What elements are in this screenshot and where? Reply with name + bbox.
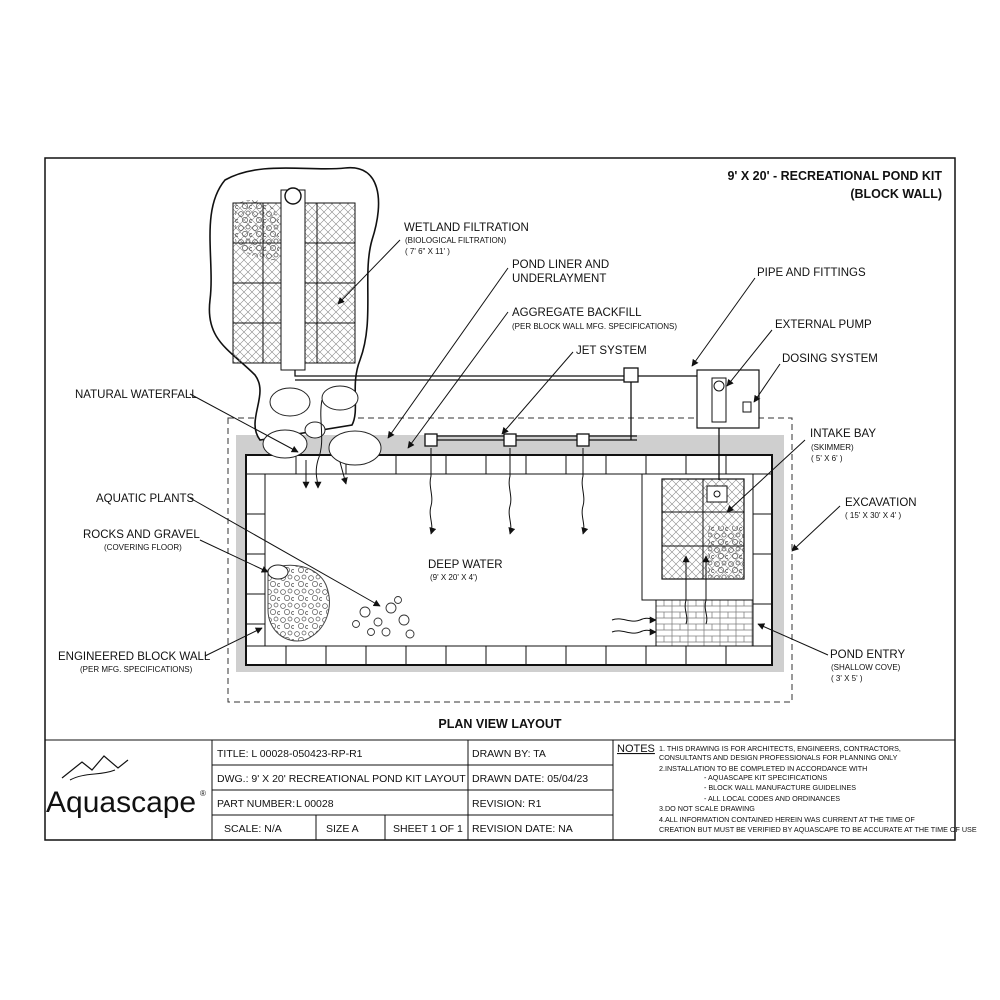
label-intake-bay: INTAKE BAY (810, 428, 876, 440)
note-line: - AQUASCAPE KIT SPECIFICATIONS (704, 773, 827, 782)
label-rocks-gravel: ROCKS AND GRAVEL (83, 529, 200, 541)
tb-size: SIZE A (326, 823, 359, 835)
note-line: 1. THIS DRAWING IS FOR ARCHITECTS, ENGIN… (659, 744, 901, 753)
label-aggregate-backfill: AGGREGATE BACKFILL (512, 307, 642, 319)
sheet-border (44, 157, 956, 841)
waterfall-filter-inlet (284, 187, 302, 205)
aquascape-logo: Aquascape ® (46, 755, 206, 819)
wetland-manifold (280, 189, 306, 371)
tb-dwg: DWG.: 9' X 20' RECREATIONAL POND KIT LAY… (217, 773, 466, 785)
dosing-unit (742, 401, 752, 413)
rock-gravel-pile (267, 564, 330, 642)
sub-aggregate-backfill: (PER BLOCK WALL MFG. SPECIFICATIONS) (512, 322, 677, 331)
leader-lines (189, 239, 841, 657)
tb-title: TITLE: L 00028-050423-RP-R1 (217, 748, 363, 760)
note-line: - BLOCK WALL MANUFACTURE GUIDELINES (704, 783, 856, 792)
tb-revision-date: REVISION DATE: NA (472, 823, 573, 835)
label-wetland-filtration: WETLAND FILTRATION (404, 222, 529, 234)
logo-text: Aquascape (46, 786, 196, 819)
intake-bay (641, 473, 754, 601)
dim-wetland-filtration: ( 7' 6" X 11' ) (405, 247, 450, 256)
note-line: - ALL LOCAL CODES AND ORDINANCES (704, 794, 840, 803)
label-pond-liner-2: UNDERLAYMENT (512, 273, 606, 285)
label-natural-waterfall: NATURAL WATERFALL (75, 389, 198, 401)
tb-revision: REVISION: R1 (472, 798, 542, 810)
note-line: 4.ALL INFORMATION CONTAINED HEREIN WAS C… (659, 815, 915, 824)
pond-entry (655, 599, 754, 647)
dim-pond-entry: ( 3' X 5' ) (831, 674, 863, 683)
sub-wetland-filtration: (BIOLOGICAL FILTRATION) (405, 236, 507, 245)
label-excavation: EXCAVATION (845, 497, 917, 509)
note-line: 3.DO NOT SCALE DRAWING (659, 804, 755, 813)
label-block-wall: ENGINEERED BLOCK WALL (58, 651, 211, 663)
dim-excavation: ( 15' X 30' X 4' ) (845, 511, 902, 520)
note-line: CREATION BUT MUST BE VERIFIED BY AQUASCA… (659, 825, 977, 834)
tb-drawn-by: DRAWN BY: TA (472, 748, 546, 760)
sub-block-wall: (PER MFG. SPECIFICATIONS) (80, 665, 193, 674)
tb-sheet: SHEET 1 OF 1 (393, 823, 463, 835)
tb-drawn-date: DRAWN DATE: 05/04/23 (472, 773, 588, 785)
logo-registered-mark: ® (200, 789, 206, 798)
note-line: 2.INSTALLATION TO BE COMPLETED IN ACCORD… (659, 764, 867, 773)
waterfall-rocks (262, 385, 382, 466)
wetland-gravel (235, 200, 279, 261)
jet-streams (302, 399, 710, 636)
sub-pond-entry: (SHALLOW COVE) (831, 663, 901, 672)
view-caption: PLAN VIEW LAYOUT (438, 717, 562, 731)
tb-part-number: L 00028 (296, 798, 334, 810)
title-block-grid (45, 739, 955, 840)
external-pump (696, 369, 760, 480)
drawing-subtitle: (BLOCK WALL) (850, 187, 942, 201)
label-external-pump: EXTERNAL PUMP (775, 319, 872, 331)
label-deep-water: DEEP WATER (428, 559, 503, 571)
label-pond-entry: POND ENTRY (830, 649, 906, 661)
sub-intake-bay: (SKIMMER) (811, 443, 854, 452)
aquatic-plants (352, 596, 415, 639)
sub-rocks-gravel: (COVERING FLOOR) (104, 543, 182, 552)
pipe-and-fittings (294, 367, 720, 447)
tb-scale: SCALE: N/A (224, 823, 282, 835)
excavation-outline (227, 417, 793, 703)
label-pond-liner-1: POND LINER AND (512, 259, 609, 271)
tb-part-number-label: PART NUMBER: (217, 798, 295, 810)
label-aquatic-plants: AQUATIC PLANTS (96, 493, 195, 505)
boulder (267, 564, 289, 580)
label-dosing-system: DOSING SYSTEM (782, 353, 878, 365)
note-line: CONSULTANTS AND DESIGN PROFESSIONALS FOR… (659, 753, 898, 762)
dim-intake-bay: ( 5' X 6' ) (811, 454, 843, 463)
dim-deep-water: (9' X 20' X 4') (430, 573, 478, 582)
drawing-title: 9' X 20' - RECREATIONAL POND KIT (727, 169, 942, 183)
notes-heading: NOTES (617, 743, 655, 755)
label-pipe-fittings: PIPE AND FITTINGS (757, 267, 866, 279)
label-jet-system: JET SYSTEM (576, 345, 647, 357)
